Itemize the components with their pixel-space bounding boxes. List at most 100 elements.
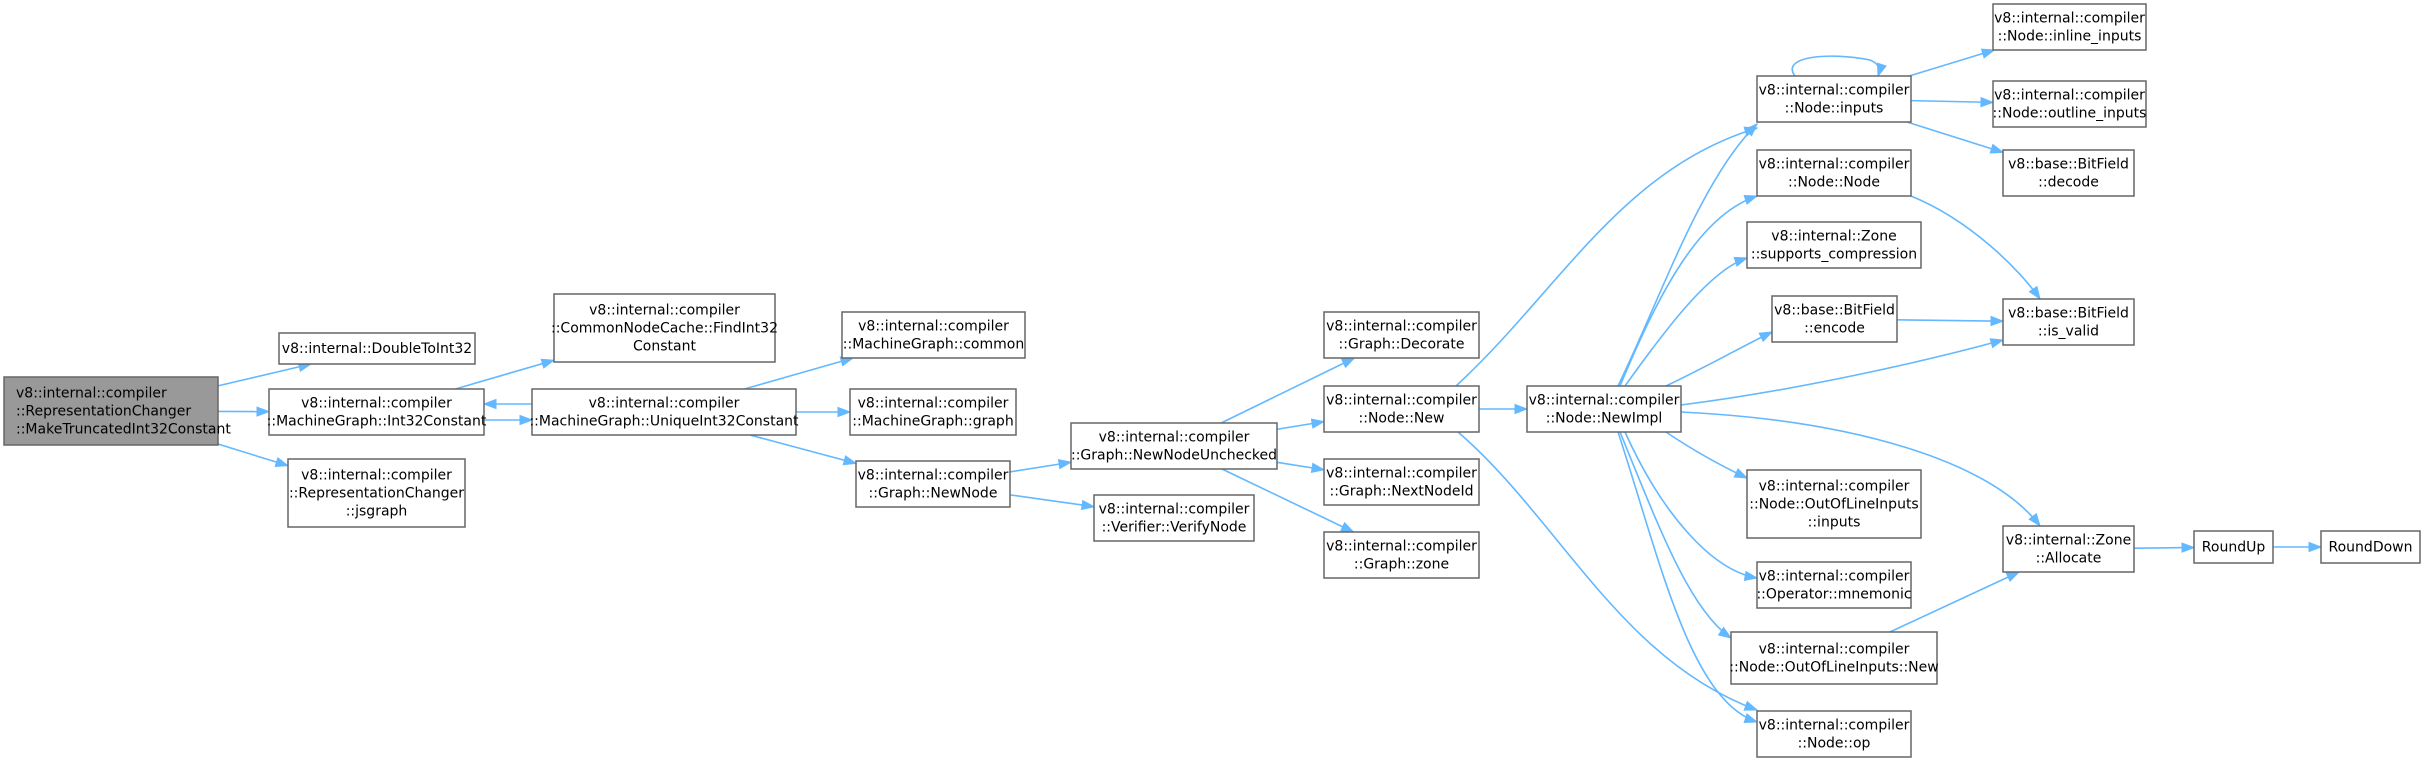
- node-mggraph[interactable]: v8::internal::compiler::MachineGraph::gr…: [849, 388, 1017, 436]
- arrowhead-newnodeunchecked-to-graphzone: [1339, 521, 1355, 533]
- node-newnodeunchecked[interactable]: v8::internal::compiler::Graph::NewNodeUn…: [1070, 422, 1278, 470]
- arrowhead-root-to-jsgraph: [274, 456, 290, 467]
- node-op[interactable]: v8::internal::compiler::Node::op: [1756, 710, 1912, 758]
- node-label-findint32-line-1: ::CommonNodeCache::FindInt32: [551, 321, 778, 337]
- node-oolinputs[interactable]: v8::internal::compiler::Node::OutOfLineI…: [1746, 469, 1922, 539]
- node-mgcommon[interactable]: v8::internal::compiler::MachineGraph::co…: [841, 311, 1026, 359]
- node-nextnodeid[interactable]: v8::internal::compiler::Graph::NextNodeI…: [1323, 458, 1480, 506]
- node-encode[interactable]: v8::base::BitField::encode: [1771, 295, 1898, 343]
- node-box-outlineinputs[interactable]: [1992, 80, 2147, 128]
- node-label-inputs-line-1: ::Node::inputs: [1785, 101, 1884, 117]
- edge-nodenode-to-isvalid: [1910, 195, 2041, 300]
- node-box-oolinputs[interactable]: [1746, 469, 1922, 539]
- node-decorate[interactable]: v8::internal::compiler::Graph::Decorate: [1323, 311, 1480, 359]
- edge-uniqueint32-to-mgcommon: [744, 357, 854, 390]
- node-box-inputs[interactable]: [1756, 75, 1912, 123]
- node-box-uniqueint32[interactable]: [531, 388, 797, 436]
- node-box-newimpl[interactable]: [1526, 385, 1682, 433]
- edge-graphnewnode-to-verifynode: [1009, 494, 1095, 508]
- node-box-supportscompression[interactable]: [1746, 221, 1922, 269]
- node-label-jsgraph-line-1: ::RepresentationChanger: [289, 486, 464, 502]
- node-label-root-line-0: v8::internal::compiler: [16, 386, 167, 402]
- node-box-findint32[interactable]: [553, 293, 776, 363]
- node-box-op[interactable]: [1756, 710, 1912, 758]
- node-graphzone[interactable]: v8::internal::compiler::Graph::zone: [1323, 531, 1480, 579]
- edge-oolnew-to-allocate: [1889, 571, 2020, 633]
- node-box-mnemonic[interactable]: [1756, 561, 1912, 609]
- node-box-int32constant[interactable]: [268, 388, 485, 436]
- node-label-newimpl-line-1: ::Node::NewImpl: [1546, 411, 1662, 427]
- node-box-graphnewnode[interactable]: [855, 460, 1011, 508]
- node-box-newnodeunchecked[interactable]: [1070, 422, 1278, 470]
- node-label-verifynode-line-0: v8::internal::compiler: [1099, 502, 1250, 518]
- edge-inputs-to-outlineinputs: [1910, 99, 1994, 104]
- node-label-supportscompression-line-1: ::supports_compression: [1751, 247, 1917, 263]
- node-label-int32constant-line-0: v8::internal::compiler: [301, 396, 452, 412]
- node-label-graphzone-line-0: v8::internal::compiler: [1326, 539, 1477, 555]
- node-box-nextnodeid[interactable]: [1323, 458, 1480, 506]
- node-box-jsgraph[interactable]: [287, 458, 466, 528]
- node-doubletoint32[interactable]: v8::internal::DoubleToInt32: [278, 332, 476, 365]
- node-label-verifynode-line-1: ::Verifier::VerifyNode: [1102, 520, 1247, 536]
- node-box-doubletoint32[interactable]: [278, 332, 476, 365]
- node-label-supportscompression-line-0: v8::internal::Zone: [1771, 229, 1896, 245]
- arrowhead-nodenew-to-newimpl: [1514, 403, 1529, 415]
- node-box-encode[interactable]: [1771, 295, 1898, 343]
- node-label-newnodeunchecked-line-1: ::Graph::NewNodeUnchecked: [1071, 448, 1277, 464]
- arrowhead-newimpl-to-allocate: [2028, 512, 2041, 528]
- node-label-decode-line-1: ::decode: [2038, 175, 2099, 191]
- node-label-inlineinputs-line-0: v8::internal::compiler: [1994, 11, 2145, 27]
- node-inputs[interactable]: v8::internal::compiler::Node::inputs: [1756, 75, 1912, 123]
- node-box-decorate[interactable]: [1323, 311, 1480, 359]
- node-box-graphzone[interactable]: [1323, 531, 1480, 579]
- node-mnemonic[interactable]: v8::internal::compiler::Operator::mnemon…: [1756, 561, 1912, 609]
- node-graphnewnode[interactable]: v8::internal::compiler::Graph::NewNode: [855, 460, 1011, 508]
- node-inlineinputs[interactable]: v8::internal::compiler::Node::inline_inp…: [1992, 3, 2147, 51]
- node-int32constant[interactable]: v8::internal::compiler::MachineGraph::In…: [267, 388, 487, 436]
- node-label-mgcommon-line-1: ::MachineGraph::common: [843, 337, 1024, 353]
- node-label-oolinputs-line-1: ::Node::OutOfLineInputs: [1749, 497, 1918, 513]
- edge-newnodeunchecked-to-graphzone: [1221, 468, 1354, 533]
- arrowhead-newimpl-to-op: [1743, 713, 1759, 724]
- arrowhead-nodenew-to-op: [1743, 700, 1759, 711]
- edge-newimpl-to-oolnew: [1619, 431, 1732, 639]
- node-label-decode-line-0: v8::base::BitField: [2008, 157, 2129, 173]
- node-uniqueint32[interactable]: v8::internal::compiler::MachineGraph::Un…: [529, 388, 799, 436]
- node-newimpl[interactable]: v8::internal::compiler::Node::NewImpl: [1526, 385, 1682, 433]
- node-box-allocate[interactable]: [2002, 525, 2135, 573]
- node-box-isvalid[interactable]: [2002, 298, 2135, 346]
- node-jsgraph[interactable]: v8::internal::compiler::RepresentationCh…: [287, 458, 466, 528]
- node-label-oolnew-line-1: ::Node::OutOfLineInputs::New: [1729, 660, 1938, 676]
- node-isvalid[interactable]: v8::base::BitField::is_valid: [2002, 298, 2135, 346]
- node-nodenode[interactable]: v8::internal::compiler::Node::Node: [1756, 149, 1912, 197]
- node-box-roundup[interactable]: [2193, 530, 2274, 564]
- node-root[interactable]: v8::internal::compiler::RepresentationCh…: [3, 376, 231, 446]
- node-box-root[interactable]: [3, 376, 219, 446]
- node-label-roundup-line-0: RoundUp: [2202, 540, 2266, 556]
- node-box-mgcommon[interactable]: [841, 311, 1026, 359]
- node-box-rounddown[interactable]: [2320, 530, 2421, 564]
- node-allocate[interactable]: v8::internal::Zone::Allocate: [2002, 525, 2135, 573]
- node-nodenew[interactable]: v8::internal::compiler::Node::New: [1323, 385, 1480, 433]
- node-findint32[interactable]: v8::internal::compiler::CommonNodeCache:…: [551, 293, 778, 363]
- node-box-inlineinputs[interactable]: [1992, 3, 2147, 51]
- node-oolnew[interactable]: v8::internal::compiler::Node::OutOfLineI…: [1729, 631, 1939, 685]
- node-box-nodenew[interactable]: [1323, 385, 1480, 433]
- node-roundup[interactable]: RoundUp: [2193, 530, 2274, 564]
- node-decode[interactable]: v8::base::BitField::decode: [2002, 149, 2135, 197]
- node-box-oolnew[interactable]: [1730, 631, 1938, 685]
- node-label-newimpl-line-0: v8::internal::compiler: [1529, 393, 1680, 409]
- node-verifynode[interactable]: v8::internal::compiler::Verifier::Verify…: [1093, 494, 1255, 542]
- node-box-decode[interactable]: [2002, 149, 2135, 197]
- node-box-mggraph[interactable]: [849, 388, 1017, 436]
- node-label-inlineinputs-line-1: ::Node::inline_inputs: [1998, 29, 2142, 45]
- node-box-nodenode[interactable]: [1756, 149, 1912, 197]
- node-supportscompression[interactable]: v8::internal::Zone::supports_compression: [1746, 221, 1922, 269]
- node-label-uniqueint32-line-0: v8::internal::compiler: [589, 396, 740, 412]
- arrowhead-inputs-to-decode: [1989, 143, 2005, 154]
- node-outlineinputs[interactable]: v8::internal::compiler::Node::outline_in…: [1992, 80, 2147, 128]
- edge-nodenew-to-inputs: [1455, 127, 1758, 387]
- node-box-verifynode[interactable]: [1093, 494, 1255, 542]
- node-label-findint32-line-2: Constant: [633, 339, 696, 355]
- node-rounddown[interactable]: RoundDown: [2320, 530, 2421, 564]
